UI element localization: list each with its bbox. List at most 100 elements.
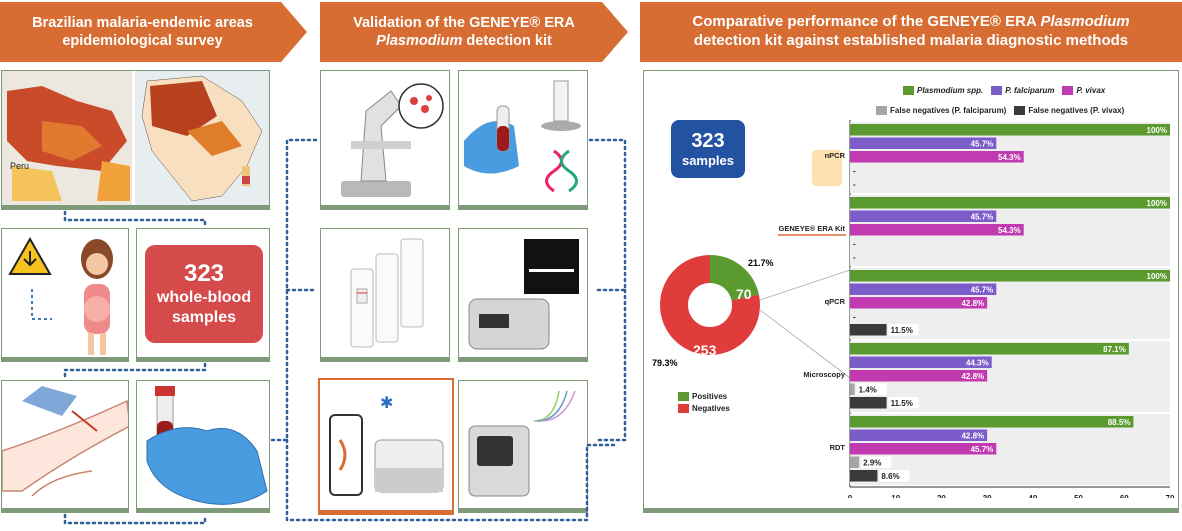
bar-chart: 010203040506070nPCR100%45.7%54.3%--GENEY… [778,120,1175,498]
header-validation-italic: Plasmodium [376,33,463,49]
x-tick-label: 30 [983,494,992,498]
bar-value-label: 42.8% [961,299,984,308]
bar-value-label: - [853,313,856,322]
legend-positives: Positives [678,392,730,401]
legend-plasmodium-text: Plasmodium spp. [917,86,984,95]
bar-value-label: 54.3% [998,226,1021,235]
sample-extraction-dna-icon [464,80,581,193]
bar-value-label: 8.6% [881,472,899,481]
category-label: nPCR [825,151,846,160]
total-samples-number: 323 [691,130,725,152]
thermocycler-gel-icon [468,239,579,350]
header-comparative-line1: Comparative performance of the GENEYE® E… [692,13,1041,31]
legend-negatives-text: Negatives [692,404,730,413]
category-label: Microscopy [803,370,846,379]
bar-legend-row2: False negatives (P. falciparum) False ne… [876,106,1124,115]
legend-fn-falciparum-swatch [876,106,887,115]
smartphone-device-bluetooth-icon: ✱ [329,393,444,496]
legend-p-falciparum: P. falciparum [991,86,1054,95]
x-tick-label: 50 [1074,494,1083,498]
bar-value-label: 1.4% [859,386,877,395]
bar [850,370,988,382]
donut-positives-pct: 21.7% [748,258,774,268]
bar-value-label: 45.7% [971,286,994,295]
bar-label-bg [861,456,892,468]
donut-negatives-value: 253 [693,342,717,358]
legend-p-vivax: P. vivax [1062,86,1105,95]
header-epidemiological-survey: Brazilian malaria-endemic areas epidemio… [0,2,307,62]
bar [850,224,1024,236]
bar [850,456,860,468]
zoom-connector [760,270,851,379]
samples-label-line2: samples [171,309,237,326]
bar [850,470,878,482]
samples-count: 323 [183,260,225,287]
svg-text:✱: ✱ [380,393,393,412]
donut-chart [660,255,760,355]
donut-slice-positives [709,255,759,302]
legend-plasmodium-spp: Plasmodium spp. [903,86,983,95]
bar-value-label: 100% [1147,199,1167,208]
gloved-hand-blood-tube-icon [146,386,268,505]
legend-negatives-swatch [678,404,689,413]
legend-falciparum-text: P. falciparum [1005,86,1055,95]
bar [850,443,997,455]
whole-blood-samples-box: 323 whole-blood samples [145,245,263,343]
legend-positives-text: Positives [692,392,728,401]
bar [850,151,1024,163]
total-samples-label: samples [681,153,735,168]
category-label: RDT [830,443,846,452]
header-validation-line2: detection kit [462,33,552,49]
bar [850,124,1170,136]
x-tick-label: 0 [848,494,853,498]
header-validation: Validation of the GENEYE® ERA Plasmodium… [320,2,628,62]
map-label-peru: Peru [10,161,30,171]
pcr-gel-panel [458,228,588,362]
legend-fn-vivax-text: False negatives (P. vivax) [1028,106,1125,115]
bar [850,297,988,309]
bar [850,397,887,409]
microscope-panel [320,70,450,210]
npcr-highlight [812,150,842,186]
bar-value-label: - [853,167,856,176]
category-label: qPCR [825,297,846,306]
legend-fn-vivax: False negatives (P. vivax) [1014,106,1124,115]
blood-tube-panel [136,380,270,513]
legend-negatives: Negatives [678,404,730,413]
rdt-panel [320,228,450,362]
legend-fn-falciparum-text: False negatives (P. falciparum) [890,106,1007,115]
header-validation-line1: Validation of the GENEYE® ERA [353,14,575,31]
map-panel: Peru [1,70,270,210]
legend-fn-falciparum: False negatives (P. falciparum) [876,106,1006,115]
bar-value-label: 45.7% [971,213,994,222]
x-tick-label: 10 [891,494,900,498]
bar [850,383,855,395]
bar-legend-row1: Plasmodium spp. P. falciparum P. vivax [903,86,1105,95]
microscope-icon [341,83,444,197]
x-tick-label: 40 [1028,494,1037,498]
bar-value-label: 88.5% [1108,418,1131,427]
bar-value-label: 45.7% [971,445,994,454]
legend-vivax-swatch [1062,86,1074,95]
mosquito-warning-pregnant-icon [8,236,113,355]
bar-value-label: 44.3% [966,359,989,368]
bar-value-label: 42.8% [961,372,984,381]
x-tick-label: 70 [1166,494,1175,498]
bar [850,416,1134,428]
bar-value-label: - [853,253,856,262]
legend-positives-swatch [678,392,689,401]
x-tick-label: 20 [937,494,946,498]
bar-value-label: 11.5% [891,326,913,335]
lamp-device-panel [458,380,588,513]
bar [850,343,1129,355]
mosquito-pregnant-panel [1,228,129,362]
bar [850,197,1170,209]
donut-negatives-pct: 79.3% [652,358,678,368]
bar-value-label: 100% [1147,126,1167,135]
bar-value-label: 2.9% [863,459,881,468]
brazil-map-icon [2,71,269,205]
header-validation-text: Validation of the GENEYE® ERA Plasmodium… [353,14,575,50]
bar-value-label: 87.1% [1103,345,1126,354]
bar-value-label: - [853,240,856,249]
legend-falciparum-swatch [991,86,1003,95]
